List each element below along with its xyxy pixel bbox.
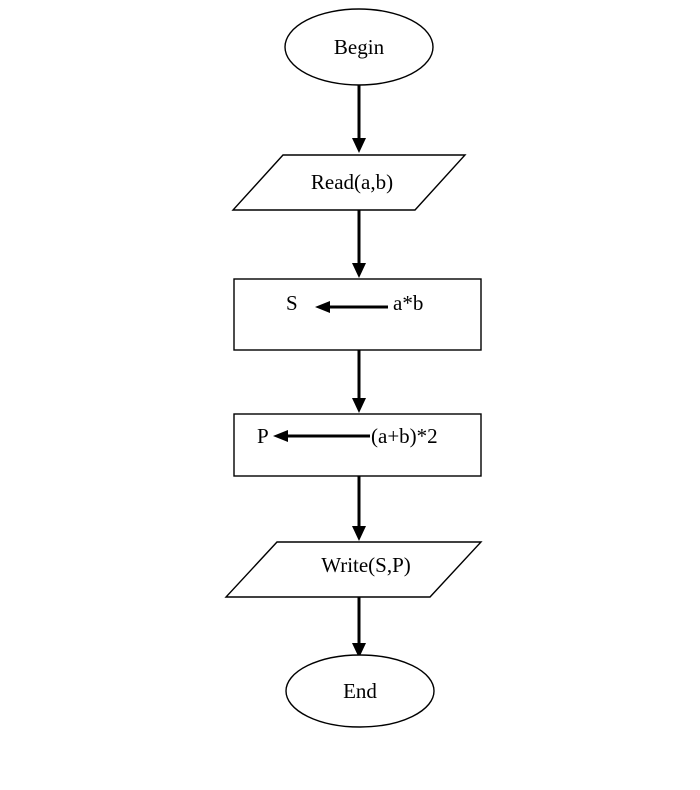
assign-p-box xyxy=(233,413,482,477)
arrow-s-to-p xyxy=(352,350,366,413)
assign-s-target: S xyxy=(286,291,298,315)
arrow-begin-to-read xyxy=(352,85,366,153)
end-node: End xyxy=(285,654,435,728)
assign-p-target: P xyxy=(257,424,269,448)
read-label: Read(a,b) xyxy=(311,170,393,194)
assign-s-node: S a*b xyxy=(233,278,482,351)
end-label: End xyxy=(343,679,377,703)
read-node: Read(a,b) xyxy=(231,154,467,211)
end-ellipse xyxy=(285,654,435,728)
arrow-write-to-end xyxy=(352,597,366,658)
assign-s-box xyxy=(233,278,482,351)
assign-s-arrow xyxy=(315,301,388,313)
assign-p-arrow xyxy=(273,430,370,442)
read-parallelogram xyxy=(231,154,467,211)
write-node: Write(S,P) xyxy=(224,541,483,598)
begin-node: Begin xyxy=(284,8,434,86)
assign-s-expression: a*b xyxy=(393,291,423,315)
write-label: Write(S,P) xyxy=(321,553,411,577)
assign-p-node: P (a+b)*2 xyxy=(233,413,482,477)
arrow-p-to-write xyxy=(352,476,366,541)
assign-p-expression: (a+b)*2 xyxy=(371,424,438,448)
begin-label: Begin xyxy=(334,35,385,59)
arrow-read-to-s xyxy=(352,210,366,278)
write-parallelogram xyxy=(224,541,483,598)
